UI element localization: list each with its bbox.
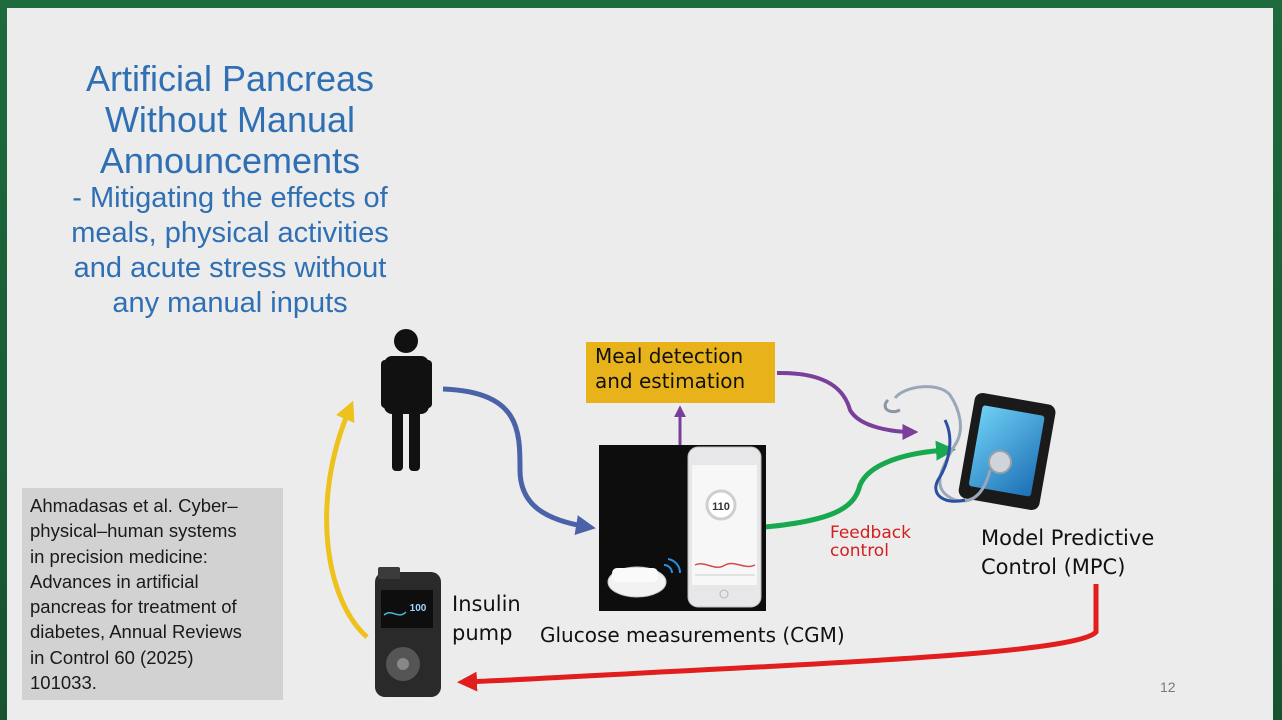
- citation-box: Ahmadasas et al. Cyber– physical–human s…: [22, 488, 283, 700]
- subtitle-line: - Mitigating the effects of: [72, 182, 388, 214]
- subtitle-line: and acute stress without: [73, 252, 387, 284]
- meal-box-line: and estimation: [595, 369, 746, 393]
- title-line: Without Manual: [104, 99, 356, 140]
- page-number: 12: [1160, 679, 1176, 695]
- insulin-pump-label-line: Insulin: [452, 592, 521, 616]
- stethoscope-icon: [883, 385, 1012, 503]
- subtitle-line: meals, physical activities: [71, 217, 389, 249]
- citation-line: pancreas for treatment of: [30, 596, 237, 618]
- subtitle-line: any manual inputs: [112, 287, 348, 319]
- feedback-label-line: Feedback: [830, 523, 911, 543]
- cgm-label: Glucose measurements (CGM): [540, 623, 845, 647]
- meal-box-line: Meal detection: [595, 344, 744, 368]
- citation-line: 101033.: [30, 672, 97, 694]
- citation-line: Ahmadasas et al. Cyber–: [30, 495, 238, 516]
- person-icon: [381, 329, 432, 471]
- meal-to-mpc-arrow: [776, 370, 919, 440]
- title-line: Announcements: [99, 140, 361, 181]
- citation-line: in Control 60 (2025): [30, 646, 194, 668]
- title-line: Artificial Pancreas: [85, 58, 375, 99]
- mpc-to-pump-arrow: [457, 584, 1099, 692]
- mpc-label-line: Model Predictive: [981, 526, 1155, 550]
- mpc-label: Model Predictive Control (MPC): [981, 524, 1154, 582]
- cgm-phone-value: 110: [712, 501, 730, 513]
- citation-line: Advances in artificial: [30, 570, 199, 592]
- pump-to-human-arrow: [324, 400, 369, 639]
- feedback-control-label: Feedback control: [830, 524, 911, 560]
- citation-line: diabetes, Annual Reviews: [30, 621, 242, 643]
- citation-line: in precision medicine:: [30, 545, 208, 567]
- tablet-icon: [958, 392, 1056, 511]
- cgm-sensor-image: [607, 558, 682, 598]
- meal-detection-box: Meal detection and estimation: [586, 342, 775, 403]
- insulin-pump-label-line: pump: [452, 621, 513, 645]
- slide-title: Artificial Pancreas Without Manual Annou…: [40, 58, 420, 321]
- human-to-cgm-arrow: [442, 386, 596, 535]
- feedback-label-line: control: [830, 541, 889, 561]
- citation-line: physical–human systems: [30, 520, 237, 542]
- insulin-pump-label: Insulin pump: [452, 590, 521, 648]
- insulin-pump-image: 100: [375, 567, 441, 697]
- mpc-label-line: Control (MPC): [981, 555, 1126, 579]
- pump-screen-value: 100: [410, 603, 427, 614]
- feedback-arrow: [764, 440, 956, 530]
